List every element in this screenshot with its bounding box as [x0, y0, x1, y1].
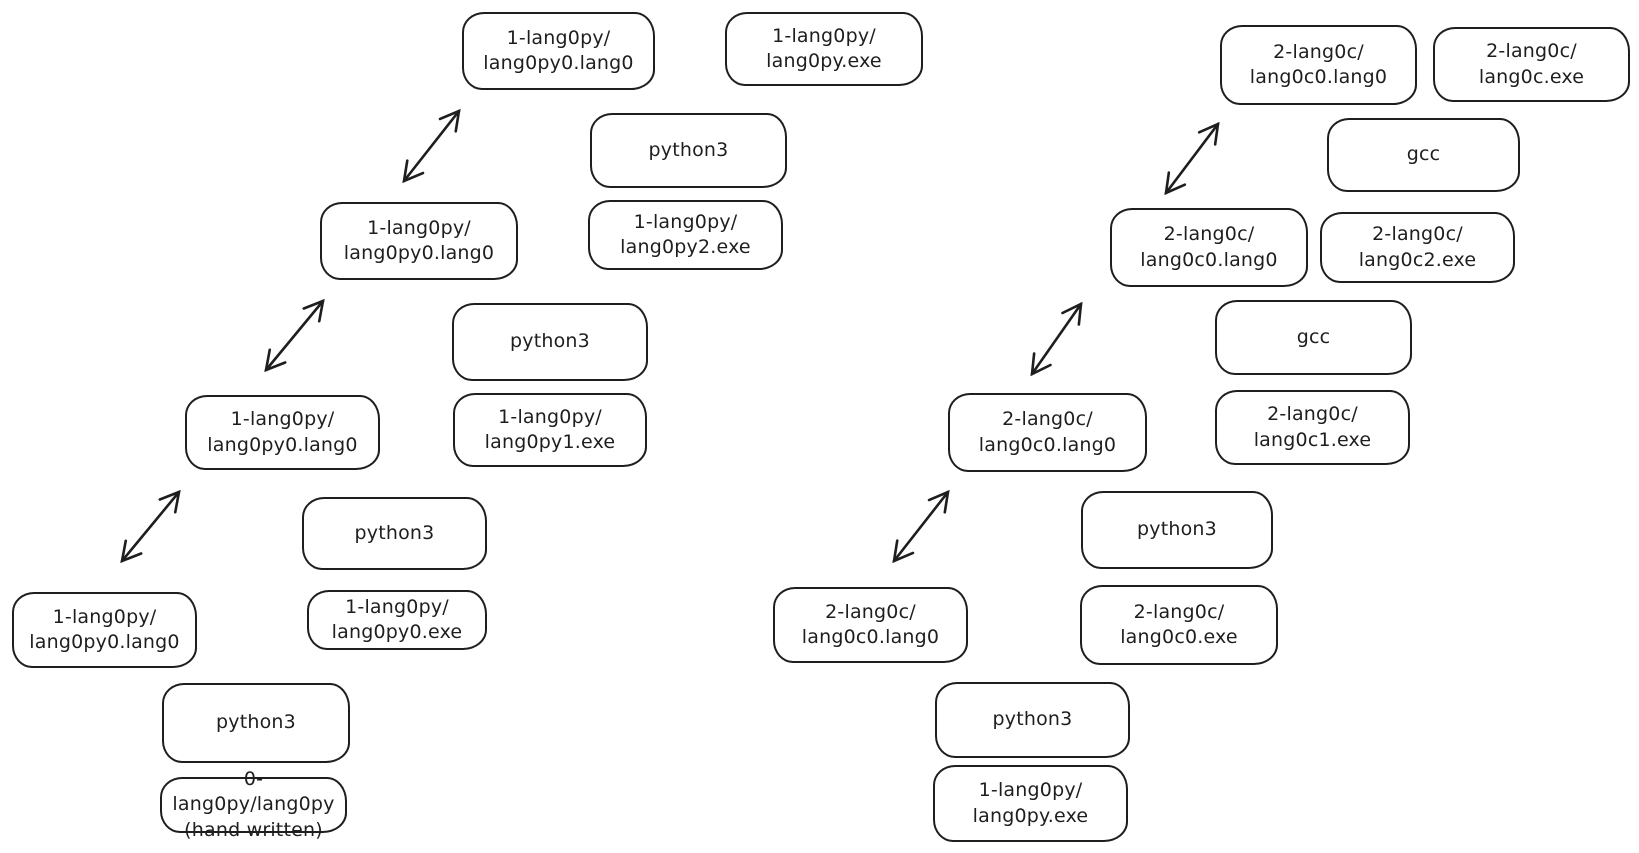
node-py-step3-src: 1-lang0py/ lang0py0.lang0 — [320, 202, 518, 280]
node-py-step2-python3: python3 — [452, 303, 648, 381]
node-py-step1-python3: python3 — [302, 497, 487, 570]
node-c-final-exe: 2-lang0c/ lang0c.exe — [1433, 27, 1630, 102]
node-c-step2-gcc: gcc — [1215, 300, 1412, 375]
node-c-step3-src: 2-lang0c/ lang0c0.lang0 — [1110, 208, 1308, 287]
node-py-step0-handwritten: 0-lang0py/lang0py (hand written) — [160, 768, 347, 841]
node-py-final-exe: 1-lang0py/ lang0py.exe — [725, 12, 923, 86]
double-arrow-py-step1-step2 — [120, 489, 181, 564]
double-arrow-c-step1-step2 — [892, 489, 950, 564]
node-py-step0-python3: python3 — [162, 683, 350, 763]
node-py-step2-src: 1-lang0py/ lang0py0.lang0 — [185, 395, 380, 470]
node-c-step2-exe: 2-lang0c/ lang0c1.exe — [1215, 390, 1410, 465]
node-py-step3-exe: 1-lang0py/ lang0py2.exe — [588, 200, 783, 270]
double-arrow-py-step2-step3 — [264, 298, 325, 373]
node-py-step2-exe: 1-lang0py/ lang0py1.exe — [453, 393, 647, 467]
node-py-step1-exe: 1-lang0py/ lang0py0.exe — [307, 590, 487, 650]
node-c-step1-python3: python3 — [1081, 491, 1273, 569]
node-c-step1-exe: 2-lang0c/ lang0c0.exe — [1080, 585, 1278, 665]
node-c-step3-gcc: gcc — [1327, 118, 1520, 192]
double-arrow-c-step2-step3 — [1030, 301, 1083, 377]
node-py-step1-src: 1-lang0py/ lang0py0.lang0 — [12, 592, 197, 668]
double-arrow-c-step3-step4 — [1164, 121, 1220, 196]
node-c-step0-exe: 1-lang0py/ lang0py.exe — [933, 765, 1128, 842]
node-c-step2-src: 2-lang0c/ lang0c0.lang0 — [948, 393, 1147, 472]
node-py-step3-python3: python3 — [590, 113, 787, 188]
node-c-step4-src: 2-lang0c/ lang0c0.lang0 — [1220, 25, 1417, 105]
node-c-step3-exe: 2-lang0c/ lang0c2.exe — [1320, 212, 1515, 283]
node-c-step0-python3: python3 — [935, 682, 1130, 758]
node-py-step4-src: 1-lang0py/ lang0py0.lang0 — [462, 12, 655, 90]
double-arrow-py-step3-step4 — [402, 108, 461, 184]
node-c-step1-src: 2-lang0c/ lang0c0.lang0 — [773, 587, 968, 663]
